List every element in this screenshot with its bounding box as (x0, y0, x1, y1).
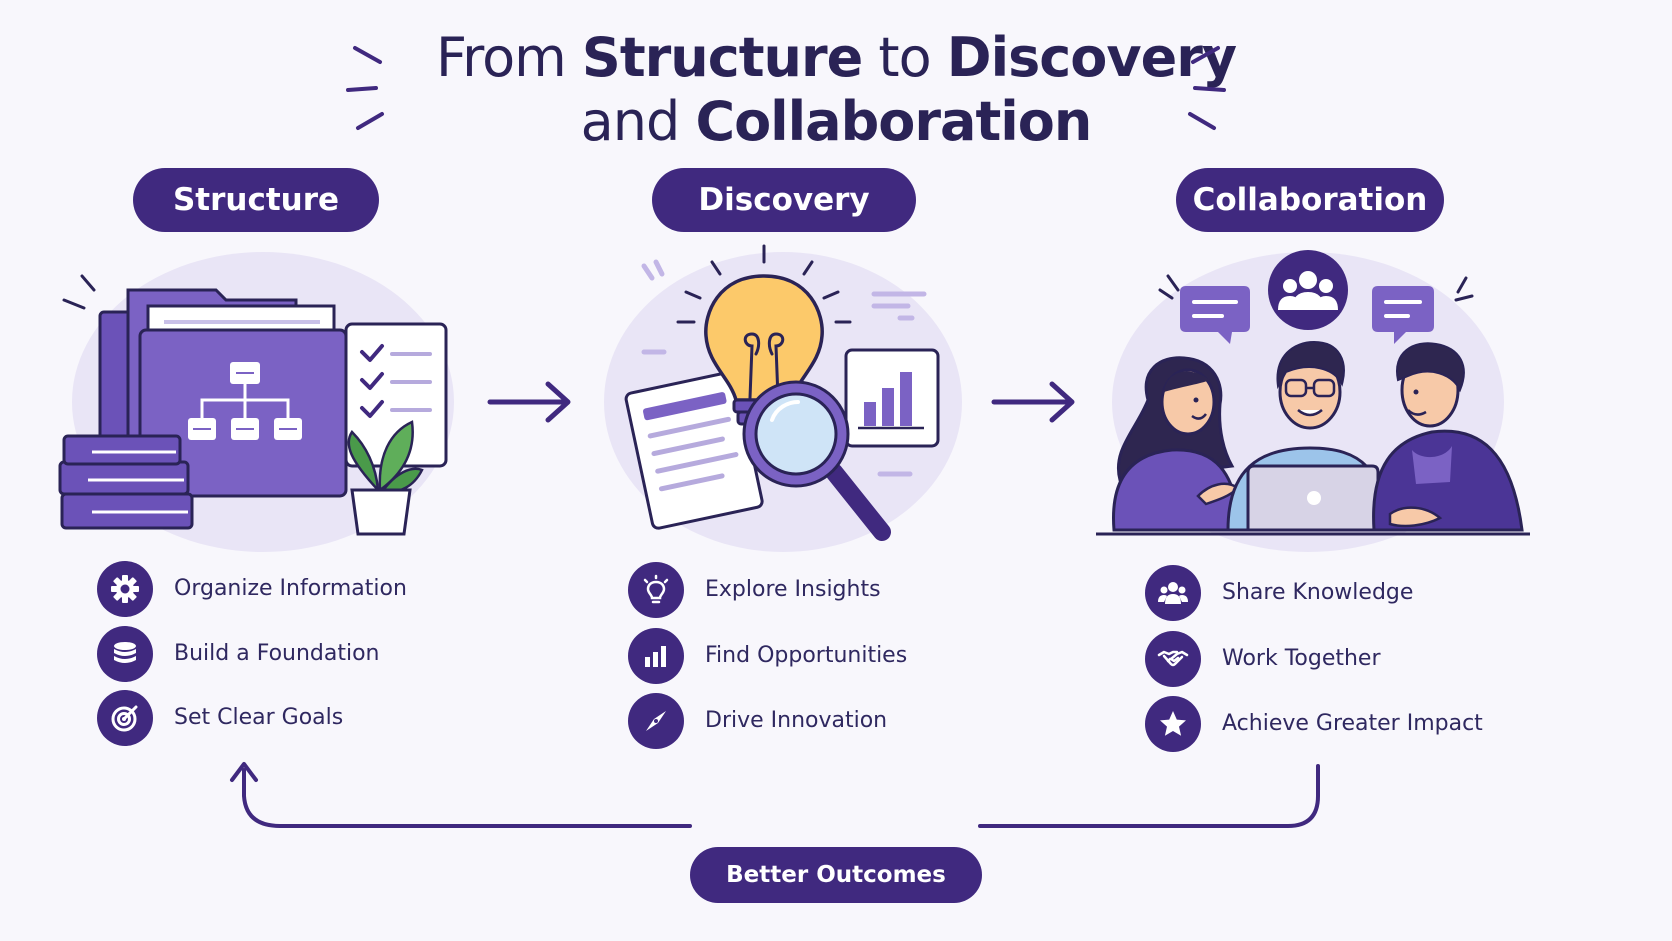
discovery-illustration (624, 244, 940, 541)
item-label: Explore Insights (705, 577, 881, 602)
item-label: Find Opportunities (705, 643, 908, 668)
feedback-loop (230, 762, 1320, 828)
title-emphasis-structure: Structure (581, 26, 863, 89)
collaboration-heading: Collaboration (1176, 168, 1444, 232)
item-label: Set Clear Goals (174, 705, 344, 730)
structure-illustration (58, 274, 448, 536)
item-label: Drive Innovation (705, 708, 888, 733)
lightbulb-icon (628, 562, 684, 618)
target-icon (97, 690, 153, 746)
title-emphasis-collaboration: Collaboration (695, 90, 1092, 153)
title-text: to (862, 26, 947, 89)
page-title-line-2: and Collaboration (0, 90, 1672, 154)
title-emphasis-discovery: Discovery (946, 26, 1237, 89)
star-icon (1145, 696, 1201, 752)
title-text: From (435, 26, 582, 89)
magnifier-lens (754, 392, 838, 476)
structure-heading: Structure (133, 168, 379, 232)
collaboration-illustration (1096, 250, 1530, 536)
item-label: Achieve Greater Impact (1222, 711, 1483, 736)
item-label: Build a Foundation (174, 641, 380, 666)
title-text: and (580, 90, 696, 153)
database-icon (97, 626, 153, 682)
compass-icon (628, 693, 684, 749)
item-label: Organize Information (174, 576, 407, 601)
discovery-heading: Discovery (652, 168, 916, 232)
bar-chart-icon (628, 628, 684, 684)
item-label: Share Knowledge (1222, 580, 1414, 605)
gear-icon (97, 561, 153, 617)
team-badge (1268, 250, 1348, 330)
magnifier-handle (825, 463, 891, 541)
flow-arrow-1 (487, 381, 571, 423)
page-title-line-1: From Structure to Discovery (0, 26, 1672, 90)
better-outcomes-label: Better Outcomes (690, 847, 982, 903)
handshake-icon (1145, 631, 1201, 687)
folder (138, 328, 348, 498)
people-icon (1145, 565, 1201, 621)
item-label: Work Together (1222, 646, 1381, 671)
flow-arrow-2 (991, 381, 1075, 423)
